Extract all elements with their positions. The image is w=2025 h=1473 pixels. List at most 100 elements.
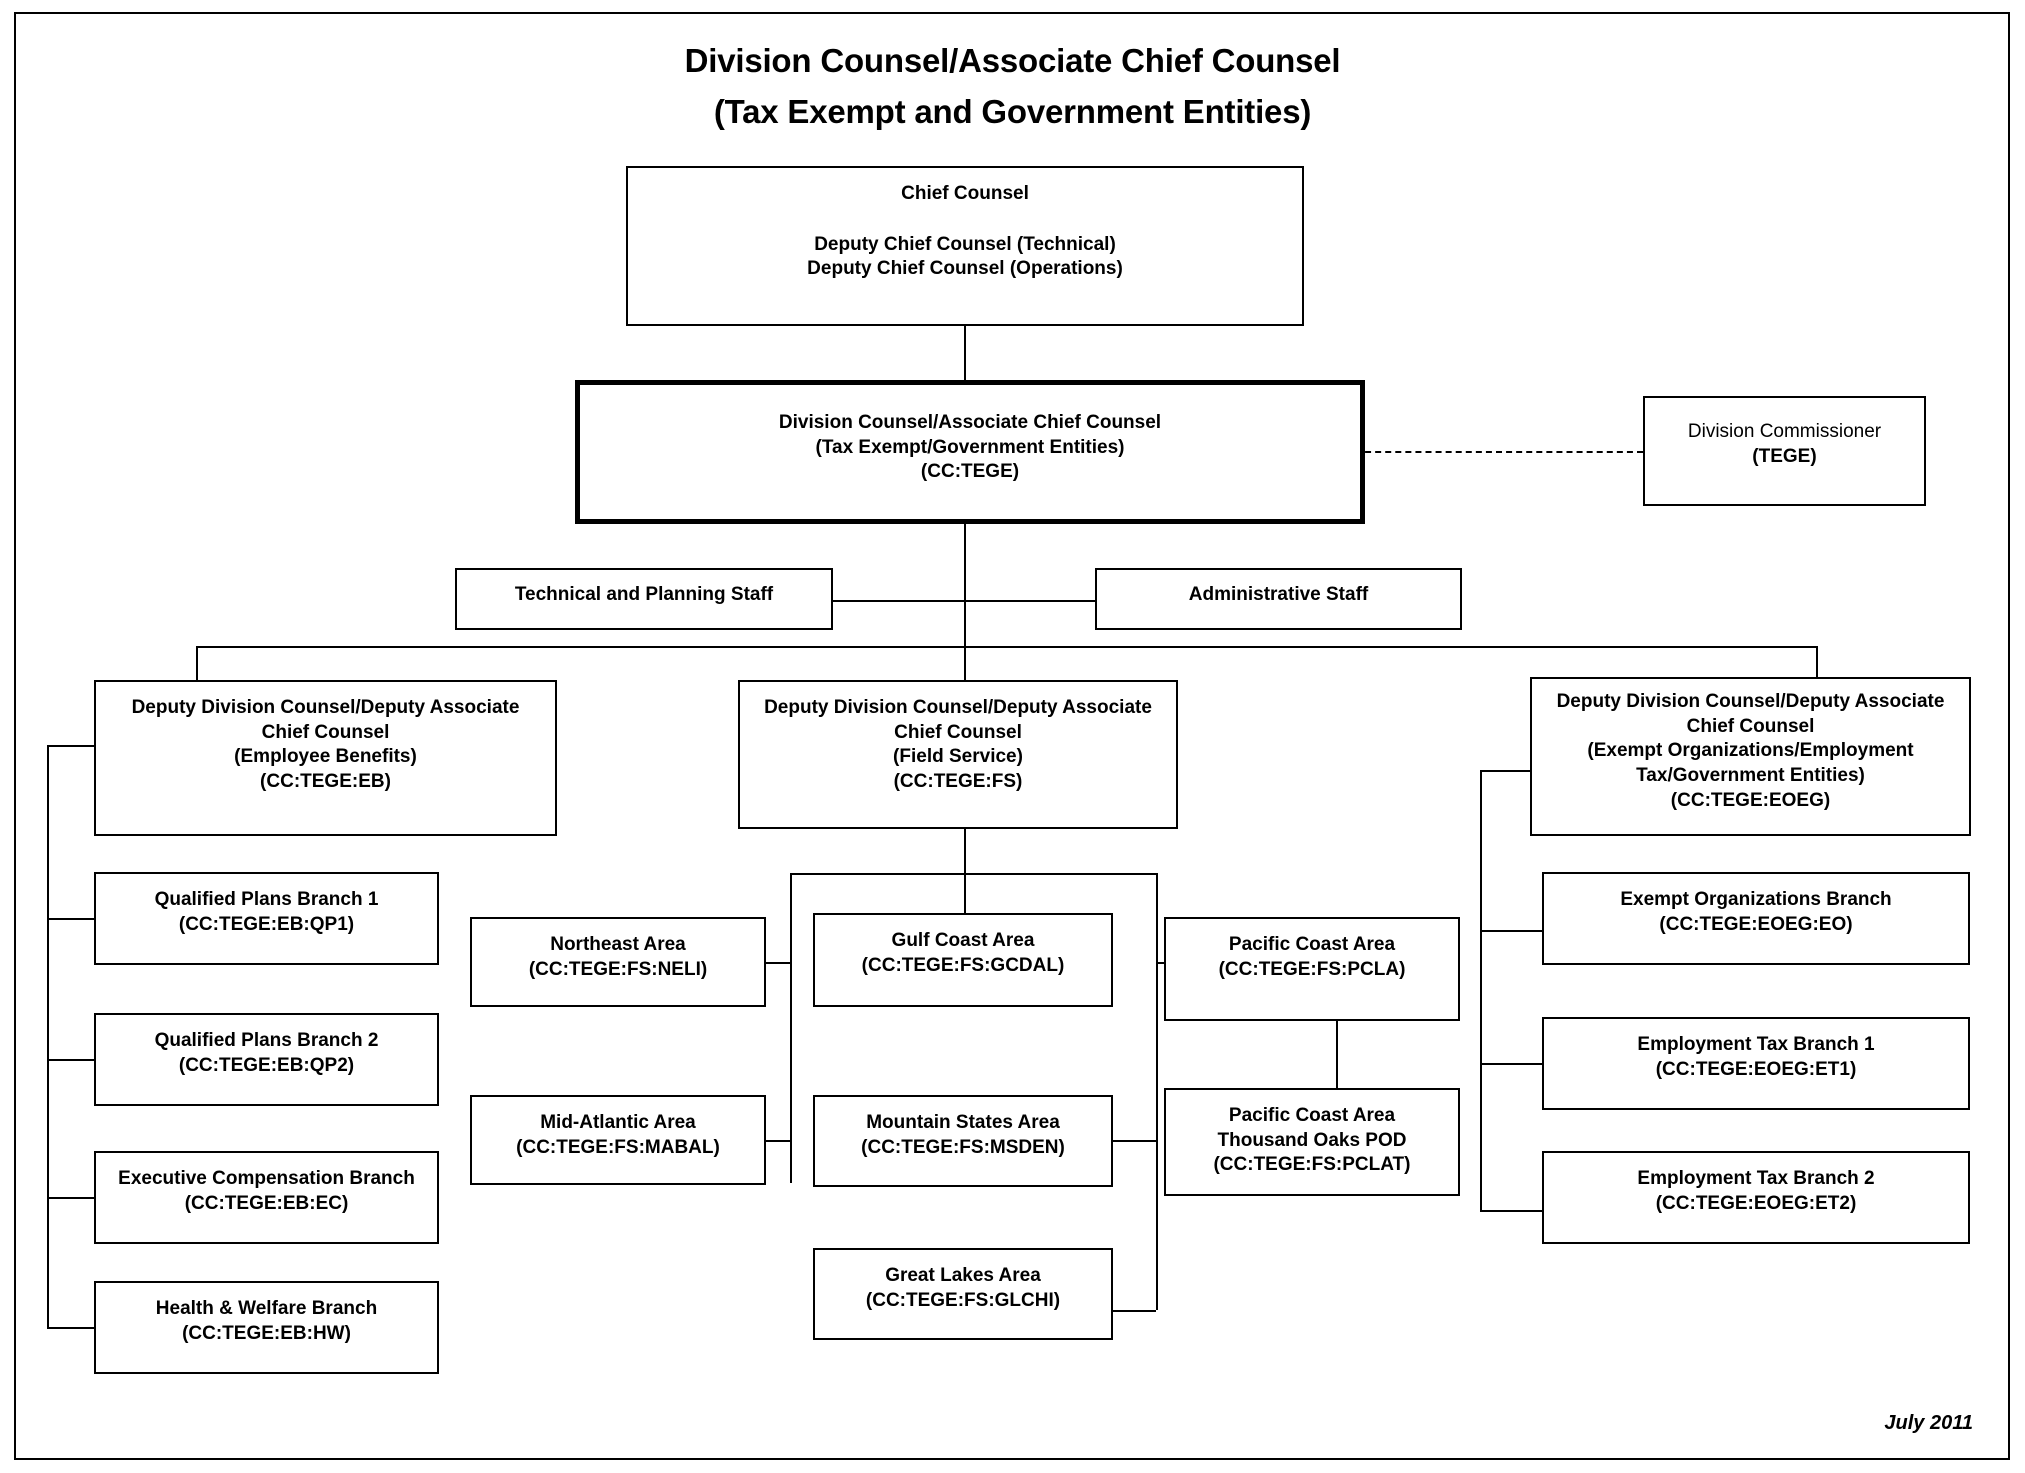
pacific-code: (CC:TEGE:FS:PCLA) [1218,958,1406,980]
connector-fs-trunk [964,829,966,873]
deputy-eb-line2: Chief Counsel [261,721,390,743]
qp1-code: (CC:TEGE:EB:QP1) [178,913,355,935]
connector-fs-stub-midatlantic [766,1140,790,1142]
division-counsel-line1: Division Counsel/Associate Chief Counsel [778,412,1162,433]
connector-fs-to-gulf [964,873,966,913]
box-administrative-staff[interactable]: Administrative Staff [1095,568,1462,630]
connector-deputy-drop-eoeg [1816,646,1818,680]
box-pacific-coast-area[interactable]: Pacific Coast Area (CC:TEGE:FS:PCLA) [1164,917,1460,1021]
connector-eb-stub-ec [47,1197,94,1199]
date-stamp: July 2011 [1884,1412,1973,1434]
pacific-name: Pacific Coast Area [1228,934,1396,955]
connector-eoeg-stub-parent [1480,770,1530,772]
connector-eoeg-stub-et2 [1480,1210,1542,1212]
spacer [628,207,1302,233]
division-counsel-line2: (Tax Exempt/Government Entities) [815,436,1125,458]
connector-deputy-drop-fs [964,646,966,680]
connector-eb-bus [47,745,49,1327]
box-great-lakes-area[interactable]: Great Lakes Area (CC:TEGE:FS:GLCHI) [813,1248,1113,1340]
connector-eoeg-stub-eo [1480,930,1542,932]
connector-staff-row [833,600,1095,602]
deputy-eoeg-line1: Deputy Division Counsel/Deputy Associate [1556,691,1945,712]
pacificpod-name2: Thousand Oaks POD [1217,1129,1407,1151]
box-qualified-plans-branch-2[interactable]: Qualified Plans Branch 2 (CC:TEGE:EB:QP2… [94,1013,439,1106]
box-executive-compensation-branch[interactable]: Executive Compensation Branch (CC:TEGE:E… [94,1151,439,1244]
page-title-line2: (Tax Exempt and Government Entities) [713,93,1312,130]
eo-code: (CC:TEGE:EOEG:EO) [1659,913,1853,935]
administrative-staff-label: Administrative Staff [1188,584,1369,605]
page-border [14,12,2010,1460]
northeast-code: (CC:TEGE:FS:NELI) [528,958,708,980]
deputy-eoeg-line4: Tax/Government Entities) [1636,765,1865,787]
box-qualified-plans-branch-1[interactable]: Qualified Plans Branch 1 (CC:TEGE:EB:QP1… [94,872,439,965]
qp1-name: Qualified Plans Branch 1 [154,889,379,910]
box-chief-counsel[interactable]: Chief Counsel Deputy Chief Counsel (Tech… [626,166,1304,326]
deputy-eb-line1: Deputy Division Counsel/Deputy Associate [131,697,520,718]
box-deputy-employee-benefits[interactable]: Deputy Division Counsel/Deputy Associate… [94,680,557,836]
mountain-code: (CC:TEGE:FS:MSDEN) [861,1136,1065,1158]
box-northeast-area[interactable]: Northeast Area (CC:TEGE:FS:NELI) [470,917,766,1007]
connector-cc-to-dc [964,326,966,380]
connector-deputy-bus [196,646,1816,648]
pacificpod-code: (CC:TEGE:FS:PCLAT) [1213,1154,1411,1176]
ec-code: (CC:TEGE:EB:EC) [184,1192,349,1214]
division-commissioner-line2: (TEGE) [1752,445,1817,467]
connector-eb-stub-qp1 [47,918,94,920]
et2-code: (CC:TEGE:EOEG:ET2) [1655,1192,1857,1214]
chief-counsel-line3: Deputy Chief Counsel (Operations) [807,258,1123,280]
pacificpod-name: Pacific Coast Area [1228,1105,1396,1126]
deputy-eoeg-line3: (Exempt Organizations/Employment [1587,740,1914,762]
connector-eb-stub-hw [47,1327,94,1329]
ec-name: Executive Compensation Branch [118,1168,415,1189]
box-deputy-field-service[interactable]: Deputy Division Counsel/Deputy Associate… [738,680,1178,829]
hw-code: (CC:TEGE:EB:HW) [182,1322,351,1344]
deputy-eb-line3: (Employee Benefits) [234,746,417,768]
connector-fs-stub-mountain [1104,1140,1156,1142]
connector-eb-stub-parent [47,745,94,747]
box-mountain-states-area[interactable]: Mountain States Area (CC:TEGE:FS:MSDEN) [813,1095,1113,1187]
gulfcoast-name: Gulf Coast Area [891,930,1035,951]
connector-fs-bus [790,873,1156,875]
deputy-fs-line4: (CC:TEGE:FS) [893,771,1023,793]
page-title-line1: Division Counsel/Associate Chief Counsel [684,42,1341,79]
greatlakes-code: (CC:TEGE:FS:GLCHI) [865,1289,1061,1311]
box-employment-tax-branch-1[interactable]: Employment Tax Branch 1 (CC:TEGE:EOEG:ET… [1542,1017,1970,1110]
connector-fs-stub-northeast [766,962,790,964]
connector-eoeg-stub-et1 [1480,1063,1542,1065]
connector-deputy-drop-eb [196,646,198,680]
et1-code: (CC:TEGE:EOEG:ET1) [1655,1058,1857,1080]
connector-dc-to-commissioner [1355,451,1643,453]
box-mid-atlantic-area[interactable]: Mid-Atlantic Area (CC:TEGE:FS:MABAL) [470,1095,766,1185]
qp2-name: Qualified Plans Branch 2 [154,1030,379,1051]
deputy-fs-line2: Chief Counsel [894,721,1022,743]
box-division-commissioner[interactable]: Division Commissioner (TEGE) [1643,396,1926,506]
box-technical-planning-staff[interactable]: Technical and Planning Staff [455,568,833,630]
division-commissioner-line1: Division Commissioner [1687,421,1882,442]
connector-eoeg-bus [1480,770,1482,1210]
box-deputy-eoeg[interactable]: Deputy Division Counsel/Deputy Associate… [1530,677,1971,836]
et2-name: Employment Tax Branch 2 [1637,1168,1875,1189]
deputy-eb-line4: (CC:TEGE:EB) [260,771,391,793]
technical-staff-label: Technical and Planning Staff [514,584,774,605]
deputy-fs-line1: Deputy Division Counsel/Deputy Associate [764,697,1152,718]
box-employment-tax-branch-2[interactable]: Employment Tax Branch 2 (CC:TEGE:EOEG:ET… [1542,1151,1970,1244]
deputy-eoeg-line5: (CC:TEGE:EOEG) [1670,789,1831,811]
connector-pacific-to-pod [1336,1021,1338,1088]
mountain-name: Mountain States Area [866,1112,1060,1133]
box-exempt-organizations-branch[interactable]: Exempt Organizations Branch (CC:TEGE:EOE… [1542,872,1970,965]
gulfcoast-code: (CC:TEGE:FS:GCDAL) [861,954,1065,976]
chief-counsel-line1: Chief Counsel [901,183,1029,204]
qp2-code: (CC:TEGE:EB:QP2) [178,1054,355,1076]
box-health-welfare-branch[interactable]: Health & Welfare Branch (CC:TEGE:EB:HW) [94,1281,439,1374]
connector-fs-left-bus [790,873,792,1183]
midatlantic-code: (CC:TEGE:FS:MABAL) [516,1136,720,1158]
connector-dc-trunk [964,524,966,646]
division-counsel-line3: (CC:TEGE) [920,461,1020,483]
box-pacific-coast-thousand-oaks-pod[interactable]: Pacific Coast Area Thousand Oaks POD (CC… [1164,1088,1460,1196]
deputy-fs-line3: (Field Service) [893,746,1023,768]
box-division-counsel[interactable]: Division Counsel/Associate Chief Counsel… [575,380,1365,524]
box-gulf-coast-area[interactable]: Gulf Coast Area (CC:TEGE:FS:GCDAL) [813,913,1113,1007]
connector-fs-right-bus [1156,873,1158,1310]
hw-name: Health & Welfare Branch [155,1298,378,1319]
